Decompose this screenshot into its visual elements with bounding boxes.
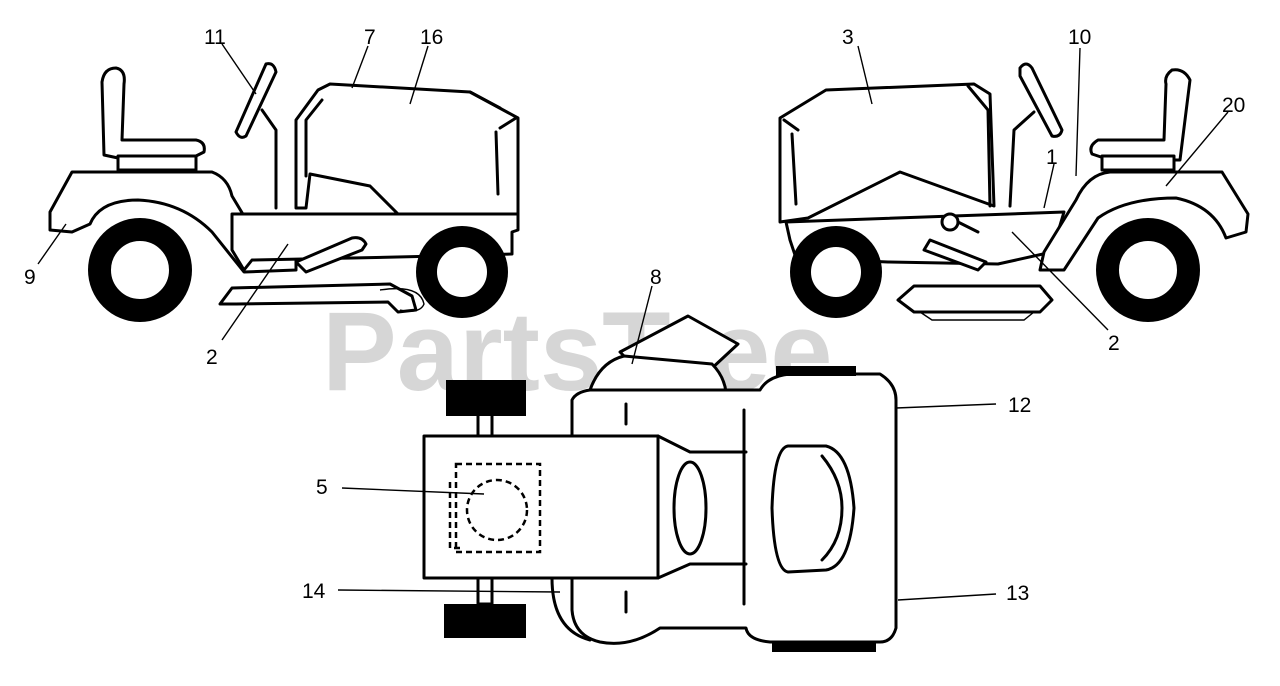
callout-11: 11 [204, 26, 226, 49]
callout-12: 12 [1008, 394, 1031, 417]
rear-body-top-view [422, 434, 660, 580]
seat-base-left [116, 154, 198, 172]
callout-13: 13 [1006, 582, 1029, 605]
decal-5-circle [465, 478, 529, 542]
callout-2-right: 2 [1108, 332, 1120, 355]
callout-8: 8 [650, 266, 662, 289]
callout-3: 3 [842, 26, 854, 49]
steering-wheel-right [1018, 62, 1064, 138]
callout-5: 5 [316, 476, 328, 499]
callout-7: 7 [364, 26, 376, 49]
pedal-left [294, 236, 368, 274]
callout-2-left: 2 [206, 346, 218, 369]
top-view-tractor [422, 314, 898, 652]
leader-lines [37, 43, 1229, 601]
right-side-view-tractor [778, 62, 1250, 322]
hood-right [778, 82, 996, 224]
callout-20: 20 [1222, 94, 1245, 117]
mower-deck-right [896, 284, 1054, 314]
seat-base-right [1100, 154, 1176, 172]
callout-1: 1 [1046, 146, 1058, 169]
callout-16: 16 [420, 26, 443, 49]
seat-back-right [1089, 68, 1192, 162]
callout-labels: 11 7 16 9 2 3 10 20 1 2 8 12 5 14 13 [24, 26, 1245, 605]
decal-5-outline [454, 462, 542, 554]
hood-left [294, 82, 520, 230]
rear-fender-right [1038, 170, 1250, 272]
pedal-right [922, 238, 988, 272]
callout-10: 10 [1068, 26, 1091, 49]
steering-wheel-left [234, 62, 278, 139]
rear-tire-top [446, 380, 526, 416]
seat-back-left [100, 66, 206, 160]
left-side-view-tractor [48, 62, 520, 322]
key-icon [940, 212, 960, 232]
callout-14: 14 [302, 580, 326, 603]
callout-9: 9 [24, 266, 36, 289]
rear-tire-bottom [444, 604, 526, 638]
